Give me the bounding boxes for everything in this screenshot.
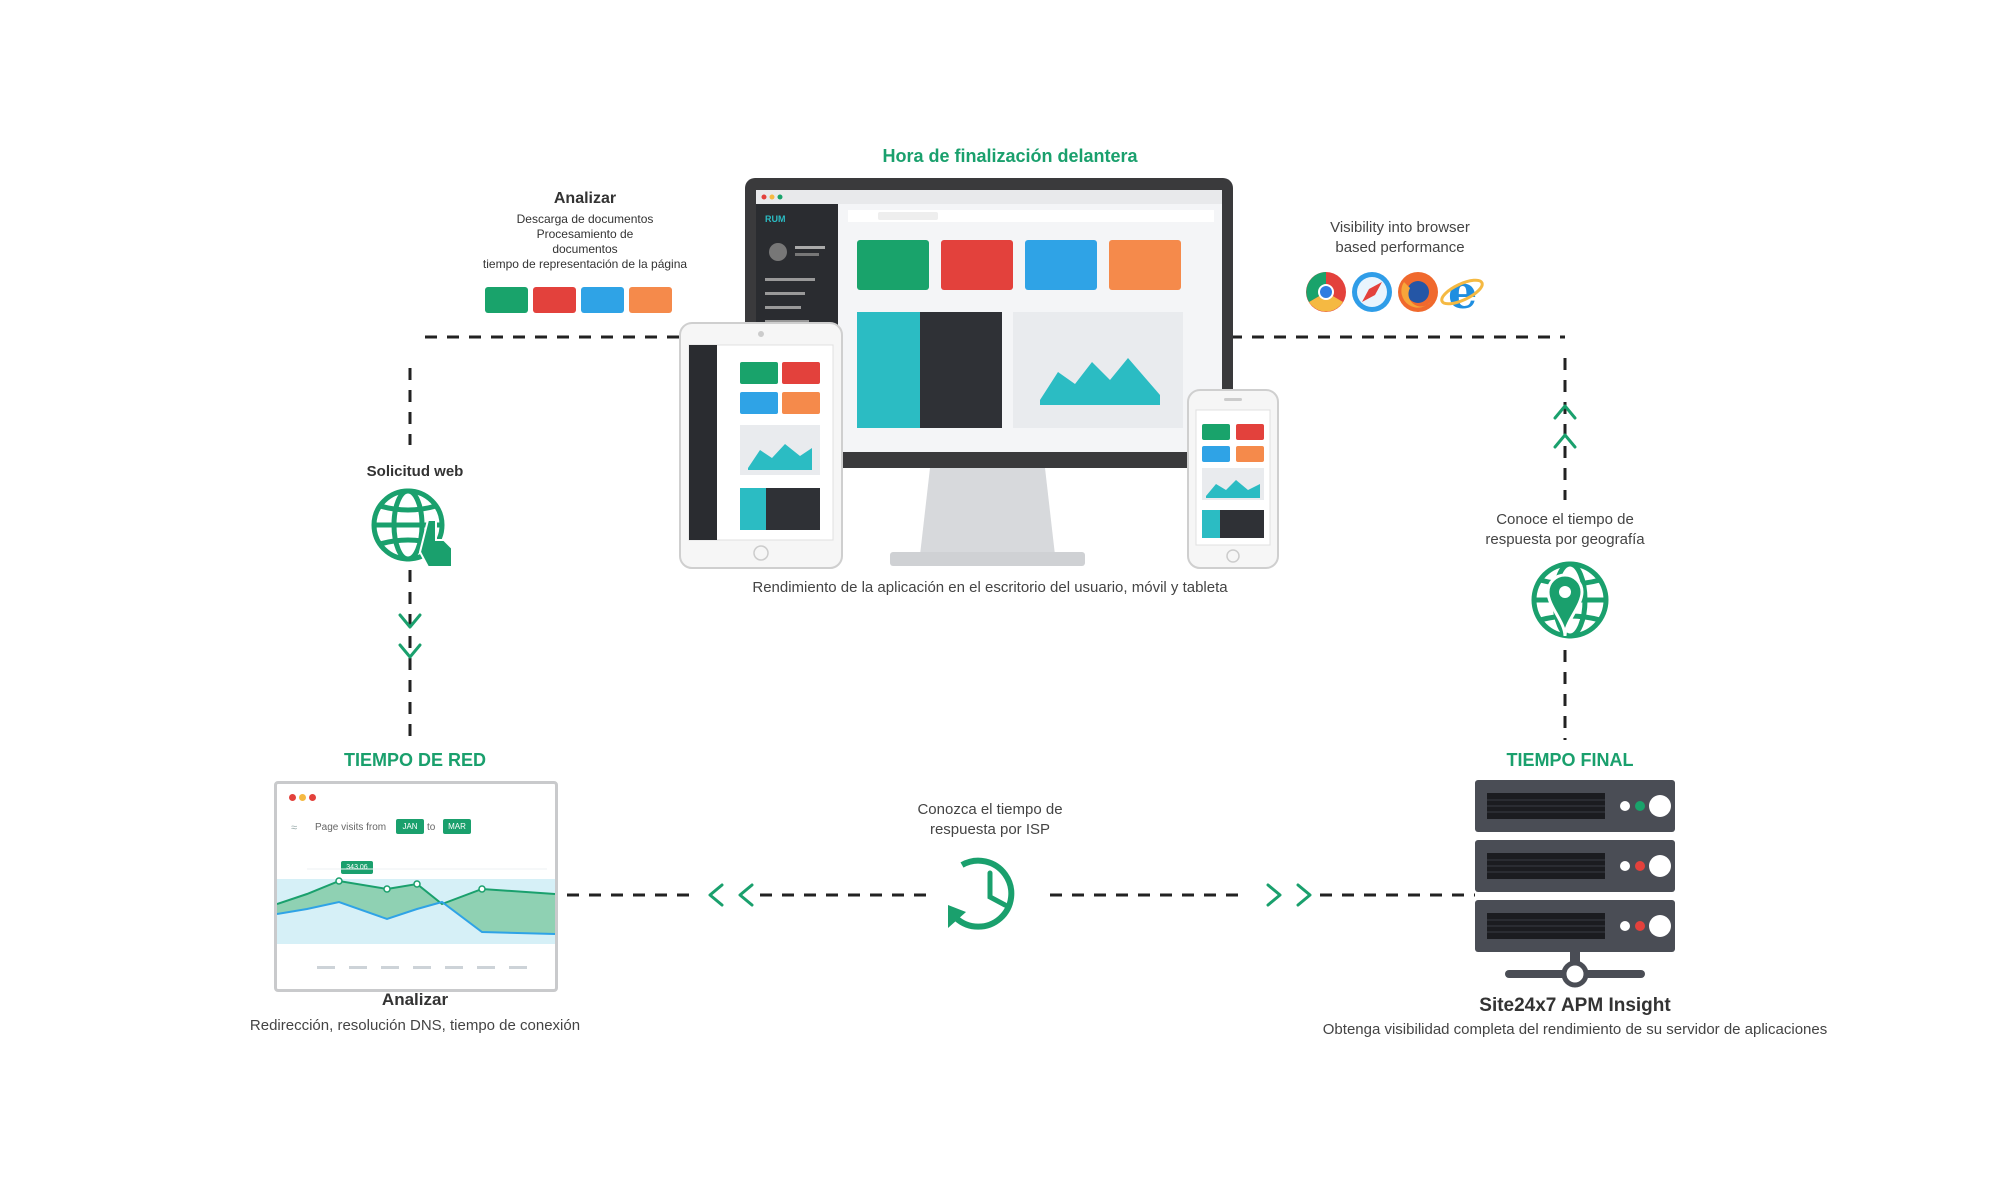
analyze-top-line-3: documentos: [552, 242, 618, 256]
server-vents: [1487, 799, 1605, 933]
backend-time-title: TIEMPO FINAL: [1506, 750, 1634, 770]
svg-text:e: e: [1448, 265, 1477, 319]
browser-visibility-text: Visibility into browser based performanc…: [1300, 218, 1500, 258]
window-dot-yellow: [299, 794, 306, 801]
ie-icon: e: [1440, 265, 1484, 319]
geo-line-1: Conoce el tiempo de: [1496, 511, 1634, 528]
to-month-select[interactable]: MAR: [443, 819, 471, 834]
mini-card-green: [485, 287, 528, 313]
desktop-monitor: RUM: [745, 178, 1233, 566]
apm-product-desc: Obtenga visibilidad completa del rendimi…: [1322, 1021, 1828, 1038]
svg-text:RUM: RUM: [765, 214, 786, 224]
safari-icon: [1352, 272, 1392, 312]
network-analyze-desc: Redirección, resolución DNS, tiempo de c…: [249, 1017, 581, 1034]
analyze-top-line-1: Descarga de documentos: [516, 212, 654, 226]
browser-line-1: Visibility into browser: [1330, 219, 1470, 236]
to-word: to: [427, 822, 436, 833]
frontend-title: Hora de finalización delantera: [882, 146, 1138, 166]
isp-line-2: respuesta por ISP: [929, 821, 1051, 838]
devices-caption: Rendimiento de la aplicación en el escri…: [752, 579, 1228, 596]
firefox-icon: [1398, 272, 1438, 312]
network-time-title: TIEMPO DE RED: [343, 750, 486, 770]
apm-product-name: Site24x7 APM Insight: [1479, 995, 1671, 1016]
network-chart-widget: ≈ Page visits from JAN to MAR 343.06: [274, 781, 558, 992]
browser-line-2: based performance: [1335, 239, 1465, 256]
mini-card-red: [533, 287, 576, 313]
tablet: [679, 322, 843, 569]
analyze-top-line-4: tiempo de representación de la página: [482, 257, 688, 271]
mobile-phone: [1187, 389, 1279, 569]
window-dot-red: [289, 794, 296, 801]
mini-card-orange: [629, 287, 672, 313]
page-visits-label: Page visits from: [315, 822, 387, 833]
network-analyze-title: Analizar: [381, 990, 449, 1009]
geo-line-2: respuesta por geografía: [1485, 531, 1645, 548]
analyze-top-line-2: Procesamiento de: [536, 227, 634, 241]
from-month-select[interactable]: JAN: [396, 819, 424, 834]
web-request-label: Solicitud web: [366, 463, 464, 480]
mini-card-blue: [581, 287, 624, 313]
analyze-top-block: Analizar Descarga de documentos Procesam…: [465, 190, 705, 272]
geo-text: Conoce el tiempo de respuesta por geogra…: [1460, 510, 1670, 550]
network-area-chart: [277, 868, 555, 969]
chart-icon: ≈: [291, 822, 298, 834]
isp-line-1: Conozca el tiempo de: [917, 801, 1063, 818]
value-badge: 343.06: [341, 861, 373, 874]
chrome-icon: [1306, 272, 1346, 312]
window-dot-red-2: [309, 794, 316, 801]
analyze-top-title: Analizar: [553, 190, 617, 207]
isp-text: Conozca el tiempo de respuesta por ISP: [880, 800, 1100, 840]
